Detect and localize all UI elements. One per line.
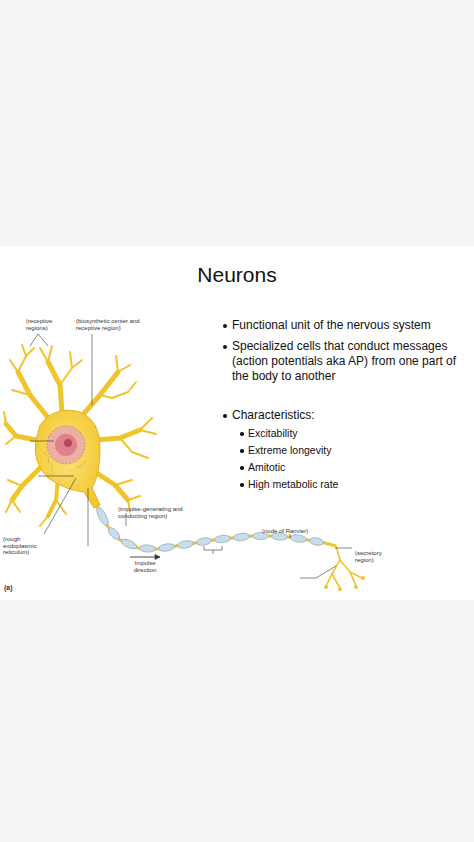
part-label: (biosynthetic center and receptive regio… xyxy=(76,318,148,331)
sub-bullet-text: Excitability xyxy=(248,427,458,440)
figure-label: (a) xyxy=(4,584,13,592)
myelin-segment xyxy=(106,526,121,542)
myelin-segment xyxy=(196,537,212,547)
part-label: (receptive regions) xyxy=(26,318,60,331)
bullet-dot xyxy=(240,466,244,470)
bullet-dot xyxy=(240,432,244,436)
myelin-segment xyxy=(158,543,175,553)
part-label: (node of Ranvier) xyxy=(262,528,308,535)
part-label: Impulse direction xyxy=(128,560,162,573)
sub-bullet-text: Amitotic xyxy=(248,461,458,474)
myelin-segment xyxy=(95,506,111,528)
myelin-segment xyxy=(139,544,155,552)
myelin-segment xyxy=(290,534,307,544)
part-label: (secretory region) xyxy=(355,550,393,563)
sub-bullet-text: Extreme longevity xyxy=(248,444,458,457)
part-label: (impulse-generating and conducting regio… xyxy=(118,506,184,519)
myelin-segment xyxy=(214,535,231,544)
bullet-dot xyxy=(240,449,244,453)
myelin-segment xyxy=(233,533,250,542)
bullet-text: Characteristics: xyxy=(232,408,468,423)
bullet-text: Functional unit of the nervous system xyxy=(232,318,468,333)
part-label: (rough endoplasmic reticulum) xyxy=(3,536,43,556)
sub-bullet-text: High metabolic rate xyxy=(248,478,458,491)
myelin-segment xyxy=(120,537,138,550)
bullet-dot xyxy=(240,483,244,487)
slide-title: Neurons xyxy=(0,262,474,287)
myelin-segment xyxy=(309,537,324,547)
bullet-text: Specialized cells that conduct messages … xyxy=(232,339,468,384)
myelin-segment xyxy=(177,540,194,550)
